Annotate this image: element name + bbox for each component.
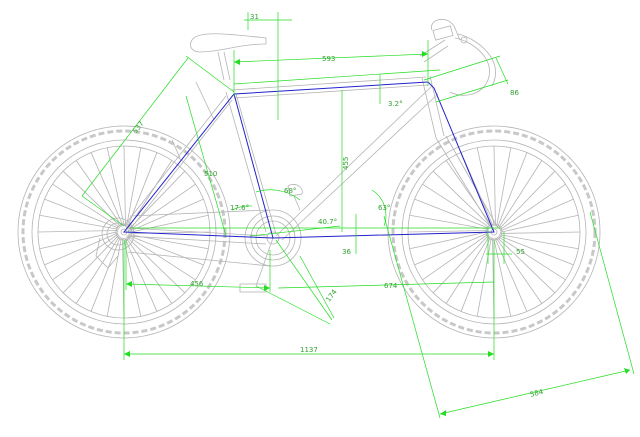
spoke <box>499 183 566 231</box>
spoke <box>75 160 123 227</box>
spoke <box>39 231 119 250</box>
spoke <box>494 237 528 312</box>
spoke <box>106 147 125 227</box>
spoke <box>499 198 574 232</box>
frame-tubes <box>123 75 499 245</box>
front-center-label: 674 <box>384 282 398 290</box>
spoke <box>44 198 120 229</box>
bike-outline <box>17 18 601 339</box>
spoke <box>432 234 490 294</box>
saddle <box>190 33 267 81</box>
spoke <box>75 235 120 304</box>
spoke <box>123 145 126 227</box>
drivetrain <box>95 81 303 293</box>
bb-drop-label: 36 <box>342 248 351 256</box>
spoke <box>497 236 566 281</box>
spoke <box>409 214 489 230</box>
spoke <box>409 231 489 250</box>
wheelbase-label: 1137 <box>300 346 318 354</box>
spoke <box>123 237 142 317</box>
seat-angle-label: 68° <box>284 187 296 195</box>
spoke <box>52 233 119 281</box>
spoke <box>445 160 493 227</box>
spoke <box>37 230 119 233</box>
spoke <box>476 237 492 317</box>
handlebar <box>419 18 496 96</box>
spoke <box>498 170 556 230</box>
spoke <box>499 234 579 250</box>
seat-setback-label: 31 <box>250 13 259 21</box>
spoke <box>90 236 121 312</box>
crank-length-label: 174 <box>324 288 339 304</box>
spoke <box>407 230 489 233</box>
spoke <box>127 236 196 281</box>
spoke <box>499 231 581 234</box>
seat-tube-ct-label: 510 <box>204 170 217 178</box>
spoke <box>476 147 495 227</box>
spoke <box>129 198 204 232</box>
spoke <box>422 183 491 228</box>
spoke <box>124 237 158 312</box>
top-tube-slope-label: 3.2° <box>388 100 403 108</box>
spoke <box>493 145 496 227</box>
spoke <box>445 235 490 304</box>
top-tube-label: 593 <box>322 55 335 63</box>
spoke <box>497 152 528 228</box>
spoke <box>126 147 142 227</box>
head-angle-label: 63° <box>378 204 390 212</box>
spoke <box>414 198 490 229</box>
dimension-lines <box>81 12 635 419</box>
dimension-arrowheads <box>124 51 630 416</box>
spoke <box>125 237 173 304</box>
chainstay-label: 456 <box>190 280 204 288</box>
chainstay-angle-label: 40.7° <box>318 218 337 226</box>
spoke <box>128 235 204 266</box>
spoke <box>52 183 121 228</box>
spoke <box>62 234 120 294</box>
spoke <box>129 214 209 233</box>
frame-geometry-line <box>122 81 495 239</box>
spoke <box>129 183 196 231</box>
spoke <box>432 170 492 228</box>
spoke <box>90 152 124 227</box>
spoke <box>126 236 186 294</box>
spoke <box>493 237 512 317</box>
spoke <box>499 214 579 233</box>
wheel-diameter-label: 584 <box>529 388 544 399</box>
spoke <box>414 232 489 266</box>
seatstay-angle-label: 17.6° <box>230 204 249 212</box>
spoke <box>496 236 556 294</box>
spoke <box>460 236 491 312</box>
spoke <box>106 237 122 317</box>
spoke <box>422 233 489 281</box>
spoke <box>62 170 122 228</box>
dimension-labels: 31 593 3.2° 86 537 510 455 63° 40.7° 68°… <box>131 13 544 399</box>
spoke <box>498 160 543 229</box>
spoke <box>496 147 512 227</box>
spoke <box>498 235 574 266</box>
stack-height-label: 455 <box>342 157 350 170</box>
fork-offset-label: 55 <box>516 248 525 256</box>
stem-reach-label: 86 <box>510 89 519 97</box>
frame-geometry <box>122 81 495 239</box>
spoke <box>39 214 119 230</box>
spoke <box>495 237 543 304</box>
spoke <box>44 232 119 266</box>
